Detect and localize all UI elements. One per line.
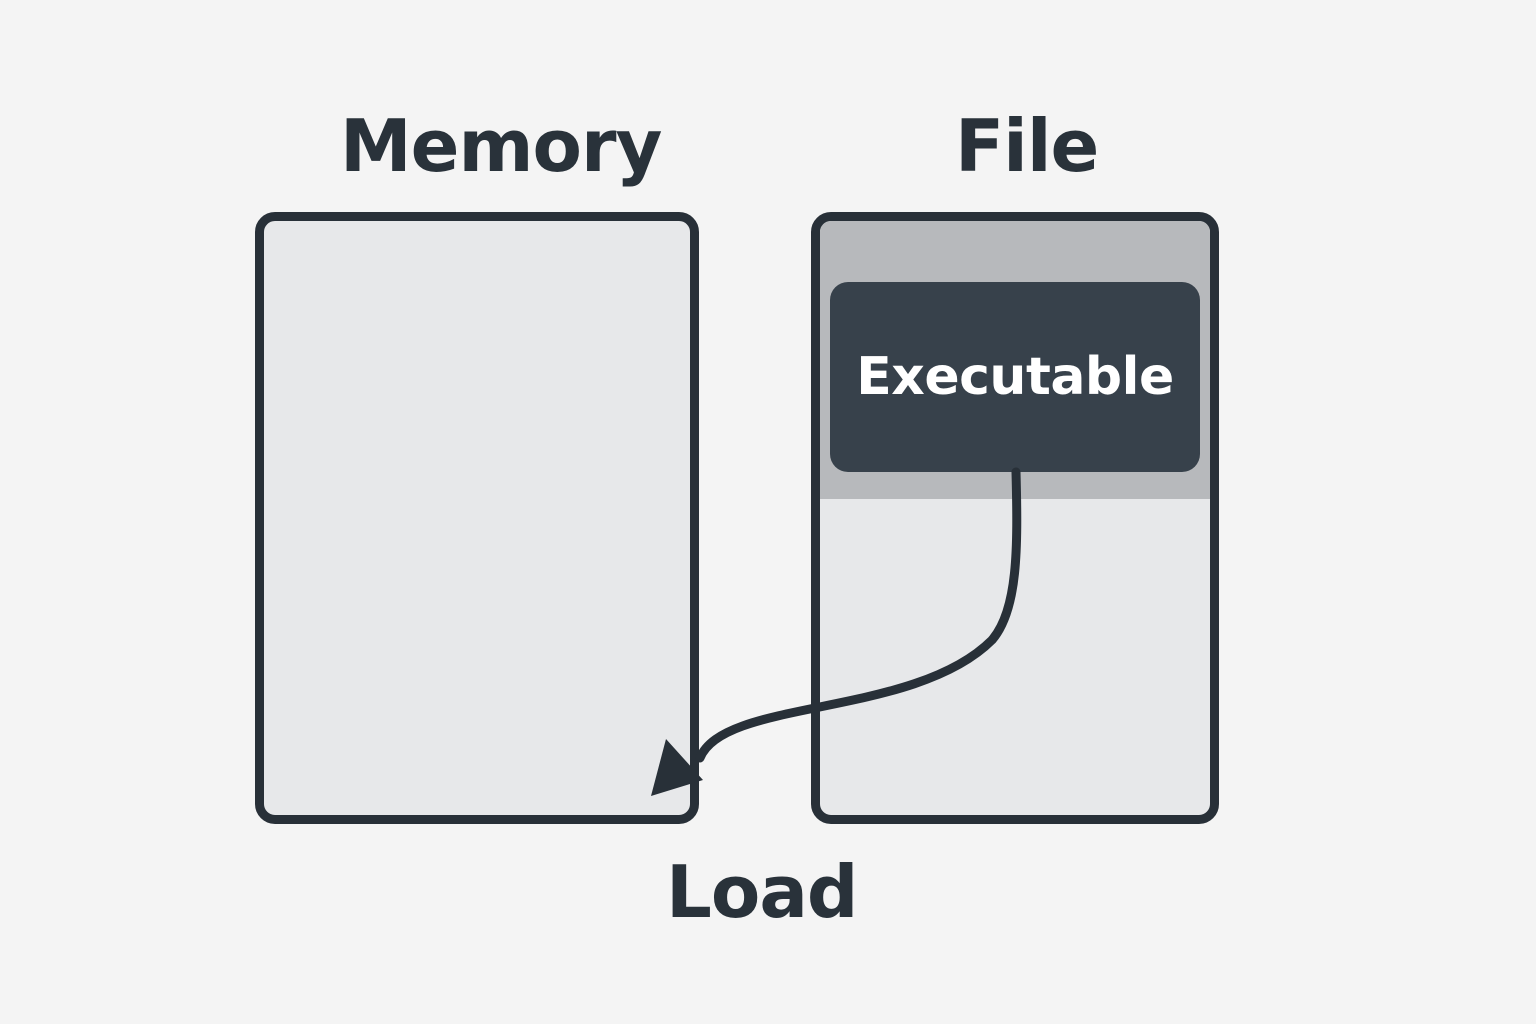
memory-title: Memory — [340, 104, 662, 188]
file-title: File — [955, 104, 1099, 188]
executable-block: Executable — [830, 282, 1200, 472]
load-label: Load — [666, 850, 858, 934]
executable-label: Executable — [856, 347, 1174, 407]
memory-panel — [255, 212, 699, 824]
